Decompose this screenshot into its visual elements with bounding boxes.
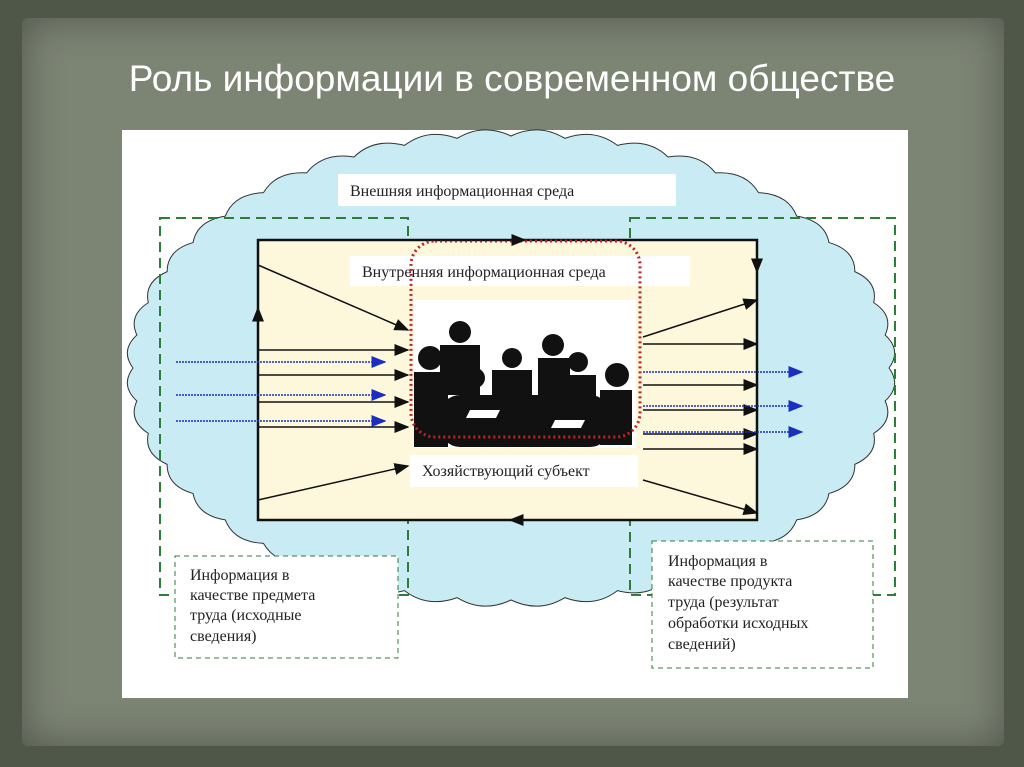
inner-label-bg bbox=[350, 256, 690, 286]
flow-arrow bbox=[642, 479, 759, 516]
slide-title: Роль информации в современном обществе bbox=[128, 58, 896, 99]
outer-environment-label: Внешняя информационная среда bbox=[350, 183, 574, 200]
flow-arrow bbox=[257, 463, 410, 501]
input-info-box bbox=[174, 555, 399, 659]
output-info-text: Информация в качестве продукта труда (ре… bbox=[668, 553, 812, 653]
flow-arrow bbox=[642, 298, 759, 338]
input-info-text: Информация в качестве предмета труда (ис… bbox=[190, 567, 319, 645]
meeting-people-image bbox=[414, 300, 636, 448]
inner-environment-label: Внутренняя информационная среда bbox=[362, 264, 606, 281]
subject-label-bg bbox=[410, 455, 638, 487]
output-info-box bbox=[651, 540, 874, 669]
outer-label-bg bbox=[338, 174, 676, 206]
flow-arrow bbox=[257, 264, 410, 331]
flow-arrows bbox=[176, 234, 804, 526]
subject-label: Хозяйствующий субъект bbox=[422, 463, 590, 480]
